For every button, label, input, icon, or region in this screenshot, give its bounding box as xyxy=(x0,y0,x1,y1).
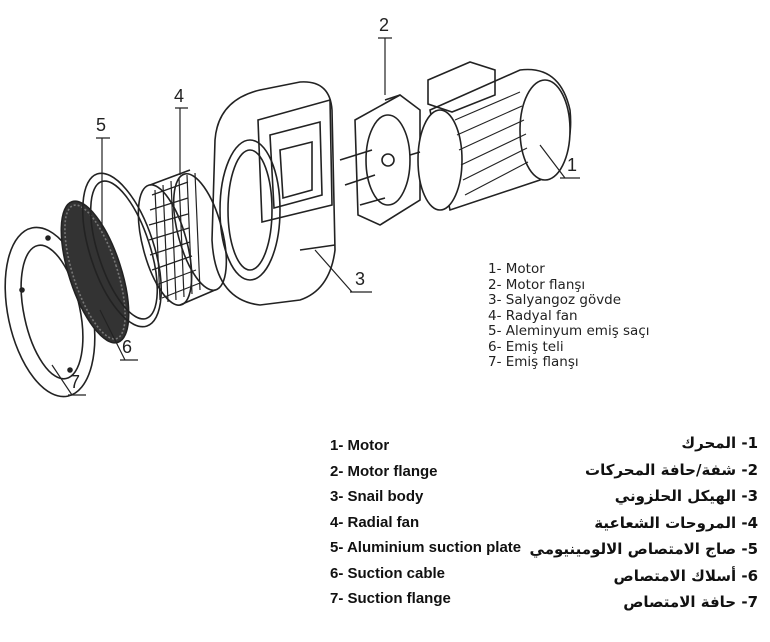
legend-item: 5- صاج الامتصاص الالومينيومي xyxy=(529,540,758,558)
exploded-view-drawing: 2 4 5 1 3 6 7 xyxy=(4,15,580,398)
callout-2: 2 xyxy=(379,15,389,35)
legend-item: 1- Motor xyxy=(488,261,545,277)
leader-lines xyxy=(51,37,580,396)
legend-item: 7- Suction flange xyxy=(330,590,451,607)
legend-item: 3- Salyangoz gövde xyxy=(488,292,622,308)
legend-item: 2- Motor flange xyxy=(330,462,438,480)
english-legend: 1- Motor 2- Motor flange 3- Snail body 4… xyxy=(330,433,521,612)
suction-cable-part xyxy=(60,200,130,344)
legend-item: 4- Radyal fan xyxy=(488,307,578,324)
legend-item: 7- حافة الامتصاص xyxy=(623,593,758,611)
callout-4: 4 xyxy=(174,86,184,106)
legend-item: 3- الهيكل الحلزوني xyxy=(614,487,758,505)
legend-item: 1- المحرك xyxy=(681,434,758,452)
legend-item: 3- Snail body xyxy=(330,488,424,505)
legend-item: 6- Emiş teli xyxy=(488,338,564,355)
motor-flange-part xyxy=(339,94,421,226)
legend-item: 2- Motor flanşı xyxy=(488,276,586,293)
arabic-legend: 1- المحرك 2- شفة/حافة المحركات 3- الهيكل… xyxy=(530,430,758,616)
callout-1: 1 xyxy=(567,155,577,175)
legend-item: 2- شفة/حافة المحركات xyxy=(585,460,758,479)
callout-5: 5 xyxy=(96,115,106,135)
turkish-legend: 1- Motor 2- Motor flanşı 3- Salyangoz gö… xyxy=(488,261,650,371)
legend-item: 6- أسلاك الامتصاص xyxy=(613,566,758,585)
snail-body-part xyxy=(211,81,336,306)
legend-item: 4- Radial fan xyxy=(330,513,420,531)
callout-3: 3 xyxy=(355,269,365,289)
legend-item: 7- Emiş flanşı xyxy=(488,354,579,370)
callout-7: 7 xyxy=(70,372,80,392)
legend-item: 6- Suction cable xyxy=(330,564,446,582)
radial-fan-part xyxy=(137,169,228,306)
legend-item: 5- Aluminium suction plate xyxy=(330,539,522,556)
legend-item: 1- Motor xyxy=(330,437,390,454)
callout-6: 6 xyxy=(122,337,132,357)
legend-item: 4- المروحات الشعاعية xyxy=(594,513,758,532)
legend-item: 5- Aleminyum emiş saçı xyxy=(488,323,650,339)
motor-part xyxy=(409,61,572,212)
